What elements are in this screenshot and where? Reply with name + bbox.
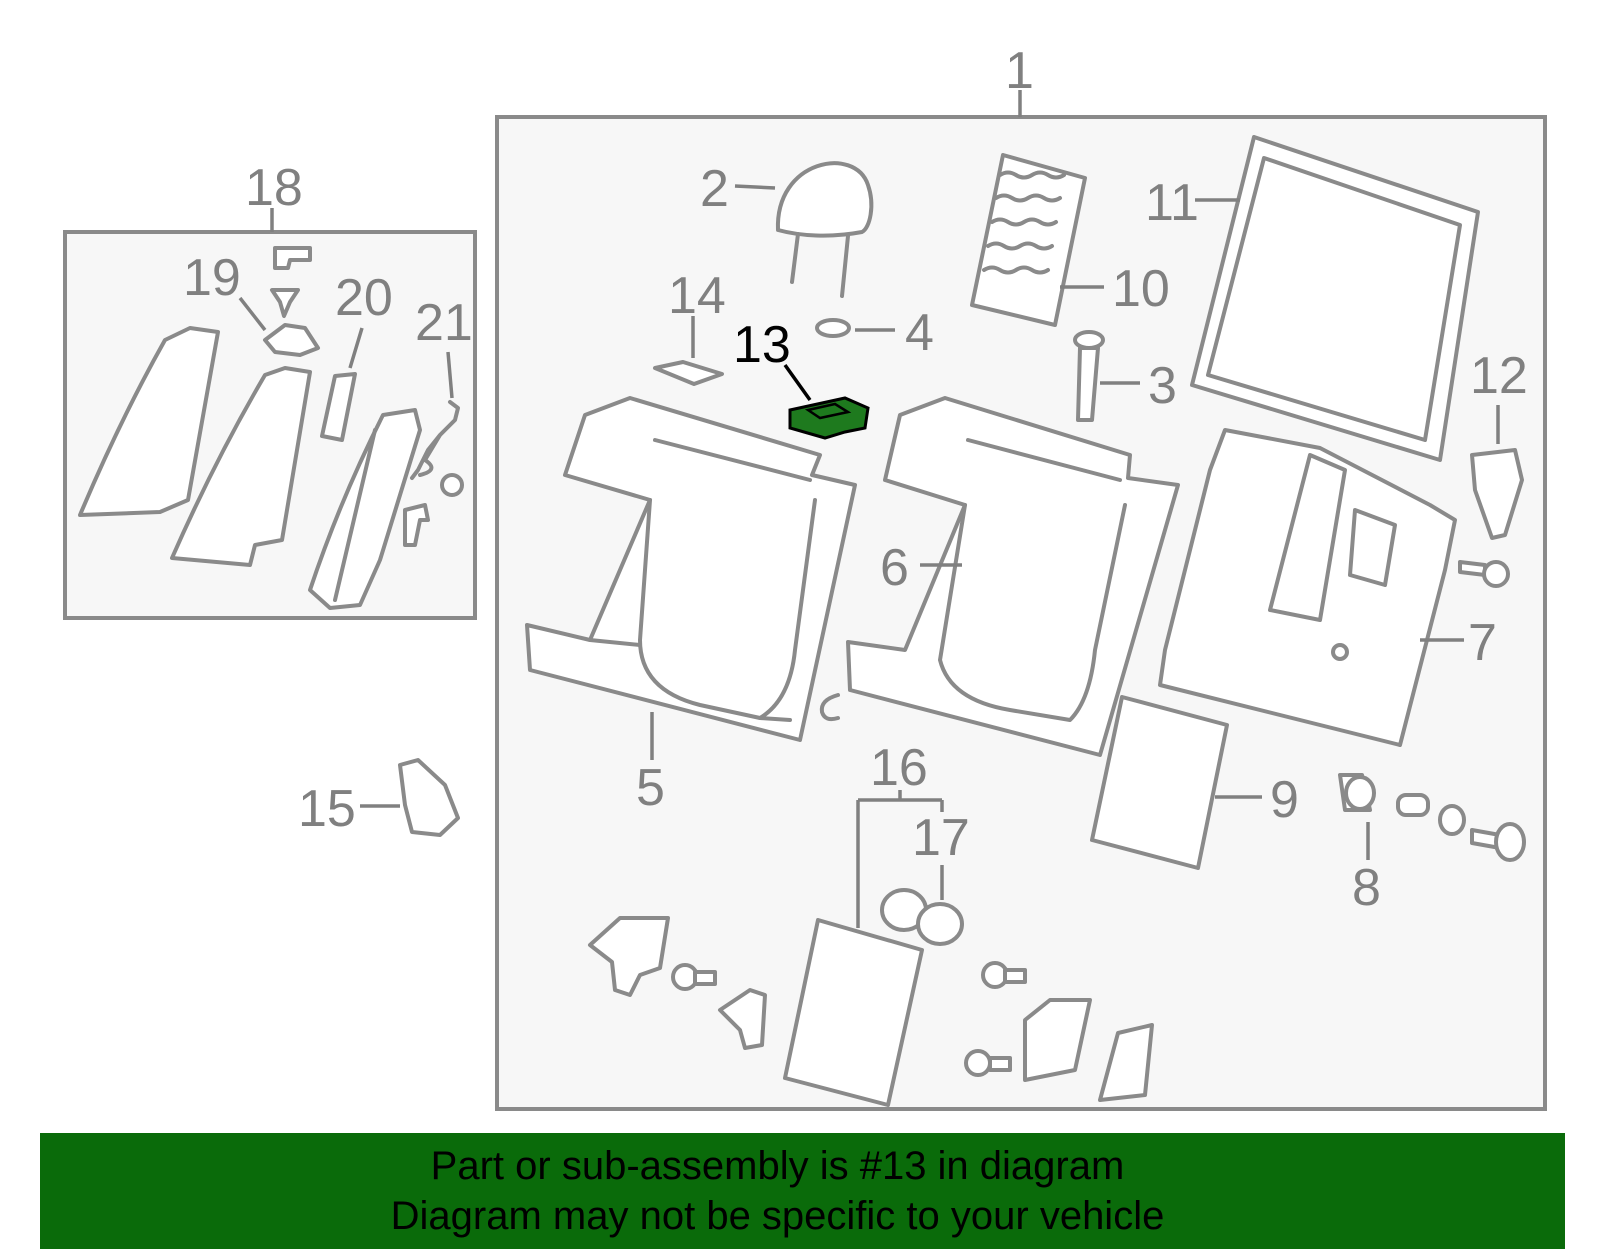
callout-2: 2 [700,160,729,218]
part-13-highlighted [788,396,870,440]
part-bezel [653,360,724,386]
leader-2 [734,184,776,190]
part-bushing-set [1338,773,1526,862]
callout-9: 9 [1270,771,1299,829]
info-banner: Part or sub-assembly is #13 in diagram D… [40,1133,1565,1249]
part-washer [815,318,851,338]
part-back-panel [1190,135,1480,462]
callout-16: 16 [870,739,928,797]
callout-3: 3 [1148,357,1177,415]
callout-4: 4 [905,304,934,362]
callout-8: 8 [1352,859,1381,917]
part-seatback-left [525,396,857,742]
leader-20 [348,327,364,369]
part-seatback-frame [1158,428,1457,747]
part-insert-20 [320,372,357,442]
callout-20: 20 [335,269,393,327]
part-cap-19 [263,246,320,357]
callout-6: 6 [880,539,909,597]
part-side-panel [1090,695,1229,870]
callout-21: 21 [415,294,473,352]
callout-11: 11 [1145,174,1199,232]
part-cable-21 [410,400,460,480]
callout-10: 10 [1112,260,1170,318]
part-bracket [1470,448,1524,540]
part-trim-panels [78,326,422,610]
callout-18: 18 [245,159,303,217]
callout-17: 17 [912,809,970,867]
callout-5: 5 [636,759,665,817]
part-screw-a-head [1482,560,1510,588]
banner-line-2: Diagram may not be specific to your vehi… [390,1194,1165,1238]
callout-15: 15 [298,780,356,838]
leader-13 [783,363,812,402]
leader-21 [446,351,454,399]
part-grommet-21 [440,473,464,497]
part-bushings [880,888,964,946]
callout-13: 13 [733,316,791,374]
callout-14: 14 [668,267,726,325]
part-c-clip [819,693,840,722]
leader-16 [856,790,944,928]
part-hinge-bracket [398,758,460,837]
part-headrest [775,161,874,298]
banner-line-1: Part or sub-assembly is #13 in diagram [430,1144,1125,1188]
callout-19: 19 [183,249,241,307]
leader-19 [238,296,267,332]
part-guide [1073,330,1105,422]
part-seatback-right [846,396,1180,757]
part-clip-21 [403,503,430,547]
part-lower-brackets [588,916,1154,1102]
part-screw-a [1458,560,1487,577]
part-pad [970,153,1087,327]
callout-12: 12 [1470,347,1528,405]
part-lower-cover [783,918,924,1107]
callout-1: 1 [1005,42,1034,100]
callout-7: 7 [1468,614,1497,672]
